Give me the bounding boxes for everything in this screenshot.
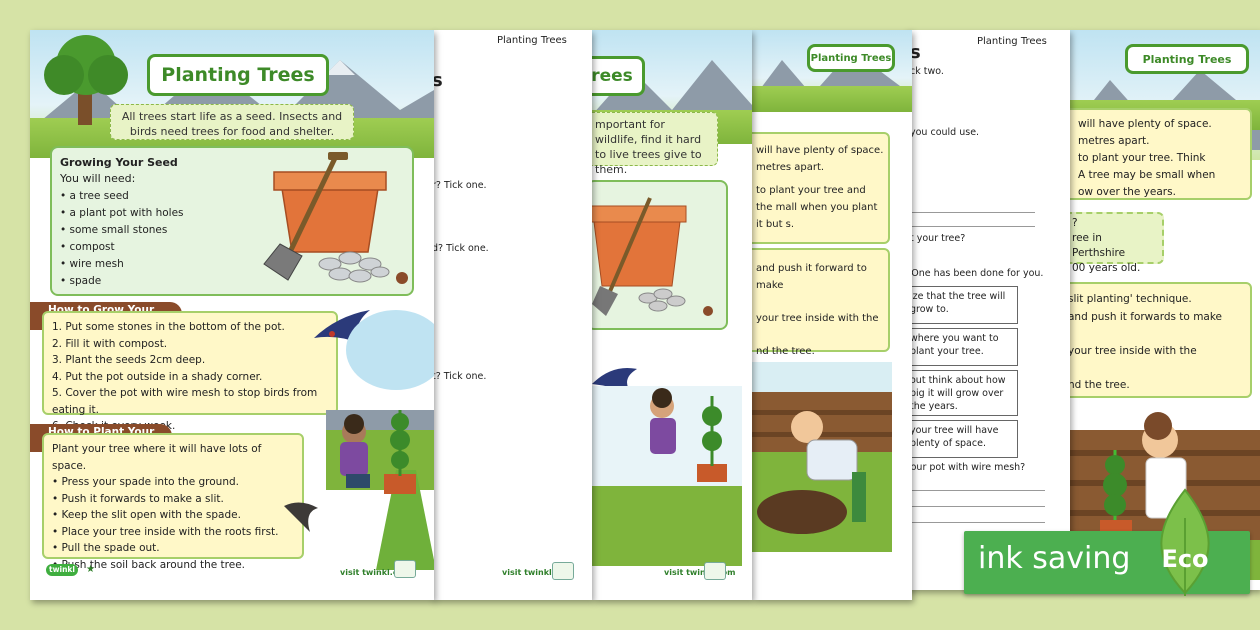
step-text: • Keep the slit open with the spade.: [52, 509, 241, 521]
worksheet-page-5: Planting Trees s ck two. you could use. …: [905, 30, 1070, 590]
answer-option[interactable]: ize that the tree will grow to.: [905, 286, 1018, 324]
list-item: • compost: [60, 241, 115, 253]
list-item: • some small stones: [60, 224, 168, 236]
intro-box: All trees start life as a seed. Insects …: [110, 104, 354, 140]
step-text: • Push it forwards to make a slit.: [52, 492, 224, 505]
worksheet-page-3: rees mportant for wildlife, find it hard…: [592, 30, 752, 600]
steps-card: and push it forward to make your tree in…: [752, 248, 890, 357]
question-text: : One has been done for you.: [905, 268, 1044, 279]
child-planting-illustration: [592, 386, 742, 566]
question-text: t your tree?: [910, 233, 966, 244]
step-text: 3. Plant the seeds 2cm deep.: [52, 354, 206, 366]
man-gardening-illustration: [752, 362, 892, 552]
list-item: • spade: [60, 275, 102, 287]
eco-leaf-icon: [1160, 488, 1210, 596]
card-text: A tree may be small when: [1078, 169, 1216, 181]
question-text: d? Tick one.: [432, 243, 489, 254]
step-text: 5. Cover the pot with wire mesh to stop …: [52, 387, 318, 416]
step-text: 4. Put the pot outside in a shady corner…: [52, 370, 263, 383]
page-title-fragment: s: [910, 42, 921, 63]
footer-url: visit twinkl.com: [664, 568, 736, 577]
step-text: 1. Put some stones in the bottom of the …: [52, 321, 285, 333]
growing-seed-card: Growing Your Seed You will need: • a tre…: [50, 146, 414, 296]
supplies-list: • a tree seed • a plant pot with holes •…: [60, 188, 184, 290]
card-text: nd the tree.: [1070, 379, 1130, 391]
footer-url: visit twinkl.com: [340, 568, 412, 577]
plant-pot-illustration: [592, 197, 713, 316]
card-heading: Growing Your Seed: [60, 156, 178, 169]
card-text: your tree inside with the: [1070, 345, 1197, 357]
twinkl-logo: twinkl: [46, 564, 78, 576]
card-text: metres apart.: [1078, 135, 1150, 147]
tree-illustration: [44, 35, 128, 125]
fact-card: ? ree in Perthshire 00 years old.: [1070, 212, 1164, 274]
page-title: Planting Trees: [807, 44, 895, 72]
info-card: will have plenty of space. metres apart.…: [1070, 108, 1252, 200]
answer-option[interactable]: out think about how big it will grow ove…: [905, 370, 1018, 416]
page-title-fragment: s: [432, 70, 443, 91]
step-text: • Push the soil back around the tree.: [52, 558, 246, 571]
page-title-fragment: rees: [592, 56, 645, 96]
child-planting-illustration: [326, 310, 434, 570]
step-text: • Press your spade into the ground.: [52, 476, 239, 488]
page-title: Planting Trees: [147, 54, 329, 96]
banner-text: ink saving: [978, 541, 1131, 576]
list-item: • a plant pot with holes: [60, 207, 184, 219]
seed-card: [592, 180, 728, 330]
worksheet-page-4: Planting Trees will have plenty of space…: [752, 30, 912, 600]
card-subheading: You will need:: [60, 172, 136, 185]
star-icon: ★: [86, 564, 95, 575]
info-card: will have plenty of space. metres apart.…: [752, 132, 890, 244]
plant-steps-card: Plant your tree where it will have lots …: [42, 433, 304, 571]
bird-icon: [284, 502, 318, 532]
question-text: r? Tick one.: [432, 180, 487, 191]
question-text: t? Tick one.: [432, 371, 487, 382]
worksheet-page-2: Planting Trees s r? Tick one. d? Tick on…: [432, 30, 592, 600]
question-text: you could use.: [910, 127, 980, 138]
step-intro: Plant your tree where it will have lots …: [52, 443, 262, 472]
card-text: and push it forwards to make: [1070, 311, 1223, 323]
plant-pot-illustration: [263, 152, 408, 284]
eco-badge-label: Eco: [1161, 545, 1209, 573]
card-text: slit planting' technique.: [1070, 293, 1192, 305]
page-title: Planting Trees: [1125, 44, 1249, 74]
qr-badge-icon: [704, 562, 726, 580]
question-text: your pot with wire mesh?: [905, 462, 1026, 473]
question-text: ck two.: [910, 66, 944, 77]
step-text: • Pull the spade out.: [52, 542, 160, 554]
worksheet-page-6: Planting Trees will have plenty of space…: [1070, 30, 1260, 590]
card-text: ?: [1072, 217, 1078, 229]
card-text: will have plenty of space.: [1078, 118, 1212, 130]
page-header: Planting Trees: [977, 36, 1047, 47]
card-text: ree in Perthshire: [1072, 232, 1126, 259]
footer-url: visit twinkl.com: [502, 568, 574, 577]
worksheet-page-1: Planting Trees All trees start life as a…: [30, 30, 434, 600]
step-text: • Place your tree inside with the roots …: [52, 525, 279, 538]
grow-steps-card: 1. Put some stones in the bottom of the …: [42, 311, 338, 432]
steps-card: slit planting' technique. and push it fo…: [1070, 282, 1252, 398]
card-text: ow over the years.: [1078, 186, 1176, 198]
answer-option[interactable]: your tree will have plenty of space.: [905, 420, 1018, 458]
qr-badge-icon: [552, 562, 574, 580]
card-text: to plant your tree. Think: [1078, 152, 1206, 164]
list-item: • wire mesh: [60, 258, 124, 270]
page-header: Planting Trees: [497, 35, 567, 46]
qr-badge-icon: [394, 560, 416, 578]
card-text: 00 years old.: [1072, 262, 1141, 274]
list-item: • a tree seed: [60, 190, 129, 202]
intro-box: mportant for wildlife, find it hard to l…: [592, 112, 718, 176]
step-text: 2. Fill it with compost.: [52, 337, 168, 350]
answer-option[interactable]: where you want to plant your tree.: [905, 328, 1018, 366]
